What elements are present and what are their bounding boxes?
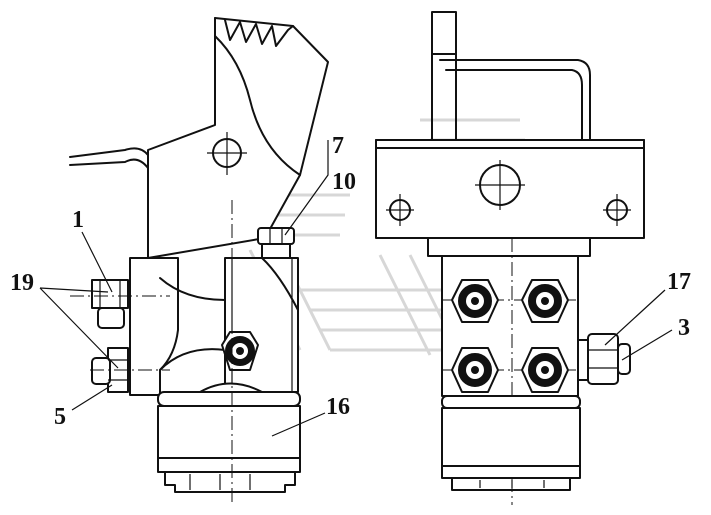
right-cross-plate — [375, 139, 645, 239]
left-bent-tab — [69, 147, 149, 169]
left-body — [129, 257, 299, 396]
left-center-fitting — [221, 331, 259, 371]
callout-10: 10 — [332, 169, 356, 195]
right-fitting-bl — [451, 347, 499, 393]
callout-16: 16 — [326, 394, 350, 420]
left-cylinder — [157, 391, 301, 493]
callout-5: 5 — [54, 404, 66, 430]
right-fitting-tr — [521, 279, 569, 323]
leader-lines — [39, 140, 673, 437]
right-fitting-tl — [451, 279, 499, 323]
left-view — [69, 17, 329, 505]
left-small-bolt — [257, 227, 295, 259]
callout-3: 3 — [678, 315, 690, 341]
callout-1: 1 — [72, 207, 84, 233]
left-upper-fitting — [91, 279, 129, 329]
callout-17: 17 — [667, 269, 691, 295]
callout-7: 7 — [332, 133, 344, 159]
left-bracket-plate — [147, 17, 329, 259]
right-side-fitting — [577, 333, 631, 385]
right-cylinder — [441, 395, 581, 491]
callout-19: 19 — [10, 270, 34, 296]
right-fitting-br — [521, 347, 569, 393]
right-top-bracket — [431, 11, 591, 141]
right-view — [375, 11, 645, 505]
